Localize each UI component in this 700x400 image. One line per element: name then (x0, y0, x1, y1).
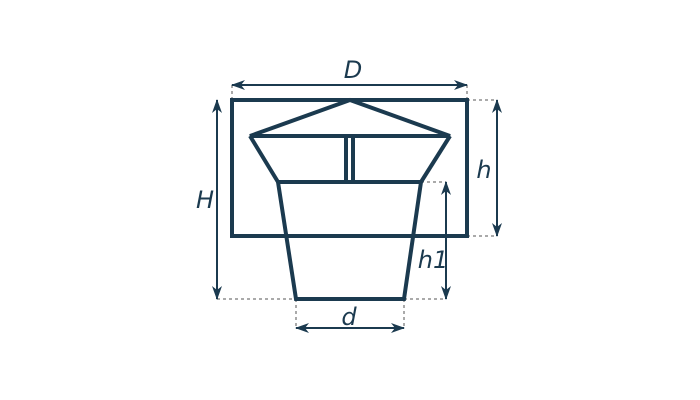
label-D: D (344, 56, 362, 84)
chimney-cap-outline (230, 97, 469, 301)
label-h: h (476, 156, 491, 184)
dimension-lines (212, 80, 502, 333)
cap-right-flank (419, 134, 452, 184)
cap-left-flank (248, 134, 280, 184)
guide-lines (217, 85, 497, 328)
roof-triangle (249, 97, 451, 138)
label-d: d (341, 303, 357, 331)
label-H: H (196, 186, 214, 214)
label-h1: h1 (418, 246, 448, 274)
dimension-labels: D H h h1 d (196, 56, 492, 331)
pipe-trapezoid (275, 180, 424, 301)
